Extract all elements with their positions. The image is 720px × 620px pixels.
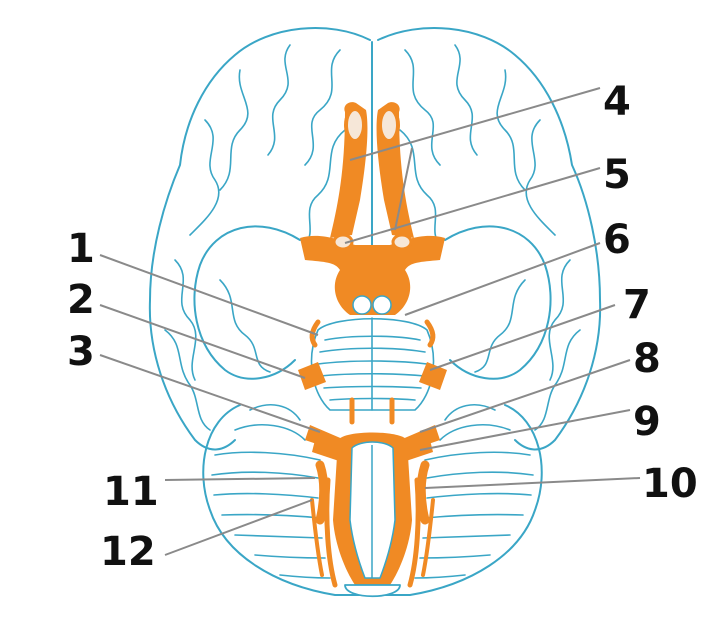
folia-line [254, 554, 326, 559]
gyrus-line [189, 119, 220, 236]
gyrus-line [304, 49, 341, 166]
glossopharyngeal-vagus-right [416, 460, 430, 525]
folia-line [414, 574, 466, 579]
label-1: 1 [67, 226, 95, 272]
gyrus-line [496, 69, 526, 191]
label-4: 4 [603, 79, 631, 125]
gyrus-line [399, 129, 441, 246]
folia-line [211, 471, 319, 479]
leader-line-1 [99, 254, 319, 336]
folia-line [426, 471, 534, 479]
leader-line-3 [99, 354, 321, 433]
folia-line [279, 574, 331, 579]
folia-line [214, 451, 321, 461]
folia-line [249, 404, 301, 421]
leader-line-4 [349, 87, 601, 161]
label-9: 9 [633, 399, 661, 445]
right-hemisphere-contour [377, 27, 602, 451]
folia-line [234, 534, 323, 539]
facial-nerve-left [305, 425, 345, 452]
olfactory-bulb-right [378, 107, 400, 143]
gyrus-line [525, 119, 556, 236]
pons [310, 317, 435, 411]
gyri-detail [164, 44, 581, 431]
folia-line [426, 492, 532, 499]
label-12: 12 [100, 529, 156, 575]
leader-lines [99, 87, 641, 556]
hypoglossal-nerve-right [421, 498, 435, 577]
gyrus-line [548, 259, 571, 381]
label-8: 8 [633, 336, 661, 382]
gyrus-line [404, 49, 441, 166]
folia-line [444, 404, 496, 421]
facial-nerve-right [400, 425, 440, 452]
optic-chiasm [300, 235, 445, 315]
folia-line [419, 554, 491, 559]
trigeminal-nerve-left [298, 362, 326, 390]
mammillary-body-left [352, 295, 372, 315]
right-temporal-lobe [444, 225, 552, 380]
cranial-nerves [298, 102, 447, 598]
gyrus-line [454, 44, 478, 156]
folia-line [213, 492, 319, 499]
optic-nerve-stump-right [391, 233, 413, 251]
accessory-nerve-right [407, 477, 421, 588]
folia-line [234, 424, 306, 441]
olfactory-bulb-left [344, 107, 366, 143]
leader-line-11 [164, 477, 316, 481]
hypoglossal-nerve-left [310, 498, 324, 577]
number-labels: 1 2 3 4 5 6 7 8 9 10 11 12 [67, 79, 698, 575]
left-hemisphere-contour [148, 27, 371, 451]
vestibulocochlear-nerve-right [400, 440, 433, 462]
gyrus-line [267, 44, 291, 156]
leader-line-7 [429, 304, 616, 371]
vestibulocochlear-nerve-left [312, 440, 345, 462]
glossopharyngeal-vagus-left [315, 460, 329, 525]
left-temporal-lobe [193, 225, 301, 380]
accessory-nerve-left [324, 477, 338, 588]
trochlear-nerve-right [424, 319, 436, 348]
leader-line-9 [419, 409, 631, 451]
leader-line-10 [424, 477, 641, 489]
folia-line [424, 513, 524, 519]
gyrus-line [219, 279, 271, 373]
label-5: 5 [603, 152, 631, 198]
label-10: 10 [642, 461, 698, 507]
label-3: 3 [67, 329, 95, 375]
mammillary-body-right [372, 295, 392, 315]
leader-line-4b [394, 147, 413, 231]
gyrus-line [164, 329, 211, 431]
leader-line-6 [404, 242, 601, 316]
folia-line [439, 424, 511, 441]
label-2: 2 [67, 277, 95, 323]
label-7: 7 [623, 282, 651, 328]
gyrus-line [474, 279, 526, 373]
optic-nerve-stump-left [332, 233, 354, 251]
label-6: 6 [603, 217, 631, 263]
leader-line-5 [344, 167, 601, 244]
leader-line-8 [419, 359, 631, 433]
gyrus-line [219, 69, 249, 191]
spinal-cord-end [344, 584, 401, 598]
label-11: 11 [103, 469, 159, 515]
trigeminal-nerve-right [419, 362, 447, 390]
gyrus-line [304, 129, 346, 246]
gyrus-line [174, 259, 197, 381]
folia-line [422, 534, 511, 539]
leader-line-12 [164, 499, 313, 556]
cerebellum-folia [211, 404, 534, 579]
folia-line [424, 451, 531, 461]
leader-line-2 [99, 304, 306, 379]
